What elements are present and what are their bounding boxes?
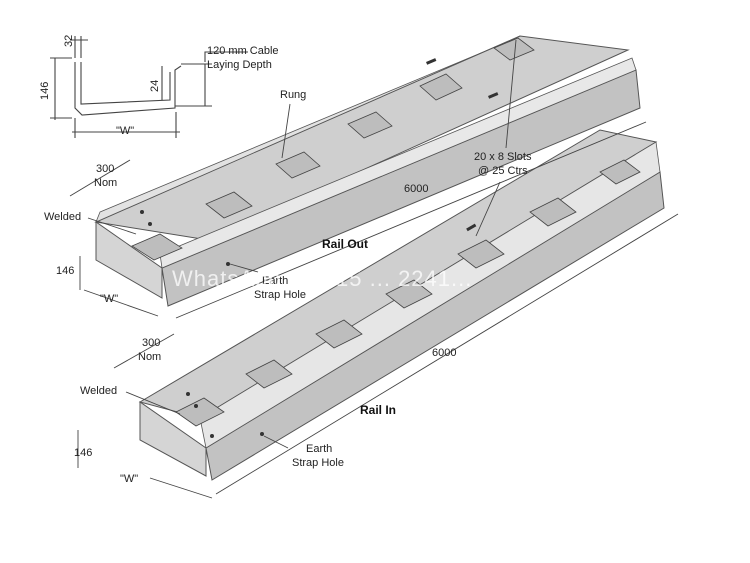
slots-label-2: @ 25 Ctrs xyxy=(478,165,528,177)
section-profile xyxy=(74,62,182,116)
rail-in-bolt-hole xyxy=(186,392,190,396)
rail-out-slot-mark xyxy=(488,92,499,99)
rail-in-height-label: 146 xyxy=(74,447,92,459)
rail-out-rung-2 xyxy=(205,191,253,219)
cross-section xyxy=(50,36,248,138)
slots-label-1: 20 x 8 Slots xyxy=(474,151,532,163)
rail-out-slot-mark xyxy=(426,58,437,65)
rail-out-welded-leader xyxy=(87,217,137,235)
slots-leader-upper xyxy=(505,39,517,149)
rail-out-earth-label-2: Strap Hole xyxy=(254,289,306,301)
rail-out-earth-leader xyxy=(229,263,259,273)
rail-out-nom-dimline xyxy=(69,159,131,197)
rail-out-rung-1 xyxy=(131,233,183,261)
rail-out-length-dimline xyxy=(175,121,647,319)
section-profile-inner xyxy=(80,62,171,105)
rail-out-rung-6 xyxy=(493,37,535,61)
rail-in-earth-label-1: Earth xyxy=(306,443,332,455)
rail-in-width-dimline xyxy=(149,477,213,499)
rail-in-tray xyxy=(138,129,665,481)
section-height-label: 146 xyxy=(39,82,51,100)
slots-leader-lower xyxy=(475,181,501,237)
rail-in-title: Rail In xyxy=(360,403,396,417)
rail-out-width-dimline xyxy=(83,289,159,317)
section-width-label: "W" xyxy=(116,125,134,137)
rail-out-height-label: 146 xyxy=(56,265,74,277)
watermark: WhatsApp: +8615 ... 2241... xyxy=(172,266,472,291)
rail-in-welded-leader xyxy=(125,391,181,415)
section-lip-label: 24 xyxy=(149,80,161,92)
rail-in-rung-4 xyxy=(385,279,433,309)
rail-out-rung-leader xyxy=(281,103,291,159)
rail-out-rung-label: Rung xyxy=(280,89,306,101)
rail-out-rung-3 xyxy=(275,151,321,179)
rail-out-far-flange xyxy=(95,35,521,223)
rail-out-near-flange xyxy=(159,57,637,269)
rail-in-length-label: 6000 xyxy=(432,347,456,359)
rail-in-nom-label-1: 300 xyxy=(142,337,160,349)
rail-in-bolt-hole xyxy=(210,434,214,438)
rail-out-bolt-hole xyxy=(148,222,152,226)
rail-out-bolt-hole xyxy=(140,210,144,214)
rail-in-rung-6 xyxy=(529,197,577,227)
rail-out-nom-label-1: 300 xyxy=(96,163,114,175)
section-cable-label-1: 120 mm Cable xyxy=(207,45,279,57)
rail-in-earth-hole xyxy=(260,432,264,436)
rail-in-length-dimline xyxy=(215,213,679,495)
rail-out-width-label: "W" xyxy=(100,293,118,305)
rail-in-rung-7 xyxy=(599,159,641,185)
rail-in-earth-label-2: Strap Hole xyxy=(292,457,344,469)
section-top-dim-label: 32 xyxy=(63,35,75,47)
section-cable-leader xyxy=(204,51,248,62)
rail-in-nom-dimline xyxy=(113,333,175,369)
rail-in-width-label: "W" xyxy=(120,473,138,485)
annotation-lines xyxy=(69,39,679,499)
rail-in-nom-label-2: Nom xyxy=(138,351,161,363)
rail-out-welded-label: Welded xyxy=(44,211,81,223)
rail-in-earth-leader xyxy=(263,435,289,449)
rail-in-rung-1 xyxy=(175,397,225,427)
rail-out-title: Rail Out xyxy=(322,237,368,251)
rail-out-tray xyxy=(94,35,641,307)
rail-in-end-plate xyxy=(139,401,207,477)
rail-out-nom-label-2: Nom xyxy=(94,177,117,189)
rail-out-rung-5 xyxy=(419,73,463,101)
rail-in-rung-5 xyxy=(457,239,505,269)
rail-in-rung-2 xyxy=(245,359,293,389)
rail-out-rung-4 xyxy=(347,111,393,139)
rail-in-slot-mark xyxy=(466,223,477,232)
rail-out-earth-label-1: Earth xyxy=(262,275,288,287)
rail-in-rung-3 xyxy=(315,319,363,349)
rail-in-welded-label: Welded xyxy=(80,385,117,397)
rail-out-earth-hole xyxy=(226,262,230,266)
rail-out-end-plate xyxy=(95,221,163,299)
rail-out-length-label: 6000 xyxy=(404,183,428,195)
section-cable-label-2: Laying Depth xyxy=(207,59,272,71)
rail-in-bolt-hole xyxy=(194,404,198,408)
